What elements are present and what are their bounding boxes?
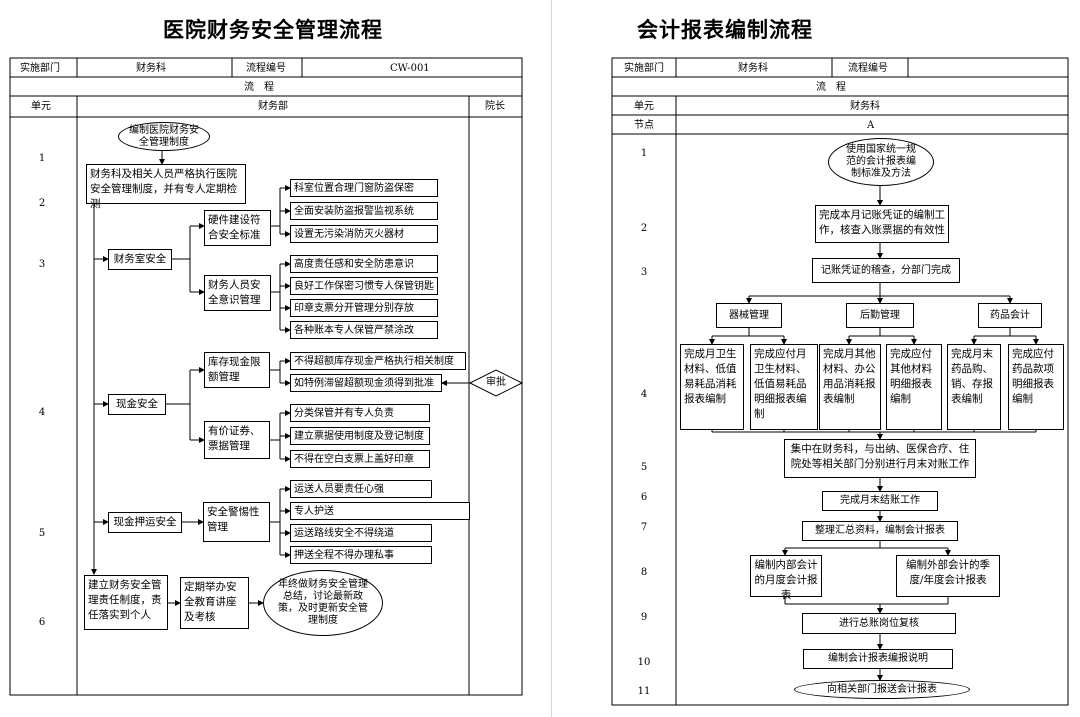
cash-limit-item: 不得超额库存现金严格执行相关制度 (290, 352, 466, 370)
row-number: 2 (38, 198, 46, 209)
president-label: 院长 (485, 101, 505, 112)
room-safety-box: 财务室安全 (108, 249, 172, 270)
dept-box-pharmacy: 药品会计 (978, 303, 1042, 328)
row-number: 6 (38, 617, 46, 628)
row-number: 7 (640, 522, 648, 533)
securities-box: 有价证券、票据管理 (204, 421, 270, 459)
unit-label: 单元 (634, 101, 654, 112)
sub-report-box: 完成月末药品购、销、存报表编制 (947, 344, 1001, 430)
escort-item: 押送全程不得办理私事 (290, 546, 432, 564)
escort-safety-box: 现金押运安全 (108, 512, 182, 533)
step5-box: 集中在财务科，与出纳、医保合疗、住院处等相关部门分别进行月末对账工作 (784, 439, 976, 478)
hardware-box: 硬件建设符合安全标准 (204, 210, 271, 246)
step11-oval: 向相关部门报送会计报表 (794, 680, 970, 699)
cash-limit-box: 库存现金限额管理 (204, 352, 270, 388)
step8-internal-box: 编制内部会计的月度会计报表 (750, 555, 822, 601)
escort-item: 运送路线安全不得绕道 (290, 524, 432, 542)
row-number: 4 (38, 407, 46, 418)
hw-item: 全面安装防盗报警监视系统 (290, 202, 438, 220)
cash-safety-box: 现金安全 (108, 394, 166, 415)
row-number: 5 (640, 462, 648, 473)
step6-box: 完成月末结账工作 (822, 491, 938, 511)
flow-label: 流 程 (816, 82, 846, 93)
sub-report-box: 完成月卫生材料、低值易耗品消耗报表编制 (680, 344, 744, 430)
step3-box: 记账凭证的稽查，分部门完成 (812, 258, 960, 283)
sub-report-box: 完成应付药品款项明细报表编制 (1008, 344, 1064, 430)
dept-box-equipment: 器械管理 (716, 303, 782, 328)
row-number: 2 (640, 223, 648, 234)
staff-awareness-box: 财务人员安全意识管理 (204, 275, 271, 311)
row-number: 9 (640, 612, 648, 623)
step9-box: 进行总账岗位复核 (802, 613, 956, 634)
node-label: 节点 (634, 120, 654, 131)
flow-label: 流 程 (244, 82, 274, 93)
finance-dept-label: 财务部 (258, 101, 288, 112)
staff-item: 印章支票分开管理分别存放 (290, 299, 438, 317)
dept-box-logistics: 后勤管理 (846, 303, 914, 328)
page-divider (551, 0, 552, 717)
row-number: 6 (640, 492, 648, 503)
unit-label: 单元 (31, 101, 51, 112)
dept-value: 财务科 (738, 63, 768, 74)
alertness-box: 安全警惕性管理 (203, 502, 270, 542)
row-number: 4 (640, 389, 648, 400)
code-value: CW-001 (390, 63, 430, 74)
step10-box: 编制会计报表编报说明 (803, 649, 953, 669)
dept-label: 实施部门 (20, 63, 60, 74)
policy-box: 财务科及相关人员严格执行医院安全管理制度，并有专人定期检测 (86, 164, 246, 210)
annual-summary-oval: 年终做财务安全管理总结，讨论最新政策，及时更新安全管理制度 (263, 570, 383, 636)
row-number: 10 (637, 657, 651, 668)
securities-item: 分类保管并有专人负责 (290, 404, 430, 422)
sub-report-box: 完成月其他材料、办公用品消耗报表编制 (819, 344, 881, 430)
row-number: 3 (640, 267, 648, 278)
row-number: 5 (38, 528, 46, 539)
step2-box: 完成本月记账凭证的编制工作，核查入账票据的有效性 (815, 205, 949, 243)
sub-report-box: 完成应付其他材料明细报表编制 (886, 344, 942, 430)
staff-item: 各种账本专人保管严禁涂改 (290, 321, 438, 339)
step8-external-box: 编制外部会计的季度/年度会计报表 (896, 555, 1000, 597)
securities-item: 不得在空白支票上盖好印章 (290, 450, 430, 468)
left-title: 医院财务安全管理流程 (163, 18, 383, 42)
hw-item: 设置无污染消防灭火器材 (290, 225, 438, 243)
approve-diamond-label: 审批 (486, 377, 506, 388)
unit-value: 财务科 (850, 101, 880, 112)
sub-report-box: 完成应付月卫生材料、低值易耗品明细报表编制 (750, 344, 818, 430)
row-number: 11 (637, 686, 651, 697)
cash-limit-item: 如特例滞留超额现金须得到批准 (290, 374, 442, 392)
code-label: 流程编号 (246, 63, 286, 74)
escort-item: 运送人员要责任心强 (290, 480, 432, 498)
staff-item: 良好工作保密习惯专人保管钥匙 (290, 277, 438, 295)
step1-oval: 使用国家统一规范的会计报表编制标准及方法 (828, 138, 934, 186)
node-value: A (867, 120, 875, 131)
start-oval: 编制医院财务安全管理制度 (118, 122, 210, 151)
row-number: 8 (640, 567, 648, 578)
dept-label: 实施部门 (624, 63, 664, 74)
hw-item: 科室位置合理门窗防盗保密 (290, 179, 438, 197)
securities-item: 建立票据使用制度及登记制度 (290, 427, 430, 445)
responsibility-box: 建立财务安全管理责任制度，责任落实到个人 (84, 575, 168, 630)
right-title: 会计报表编制流程 (637, 18, 813, 42)
training-box: 定期举办安全教育讲座及考核 (180, 577, 249, 629)
row-number: 3 (38, 259, 46, 270)
escort-item: 专人护送 (290, 502, 470, 520)
dept-value: 财务科 (136, 63, 166, 74)
step7-box: 整理汇总资料，编制会计报表 (802, 521, 958, 541)
row-number: 1 (640, 148, 648, 159)
staff-item: 高度责任感和安全防患意识 (290, 255, 438, 273)
code-label: 流程编号 (848, 63, 888, 74)
row-number: 1 (38, 153, 46, 164)
